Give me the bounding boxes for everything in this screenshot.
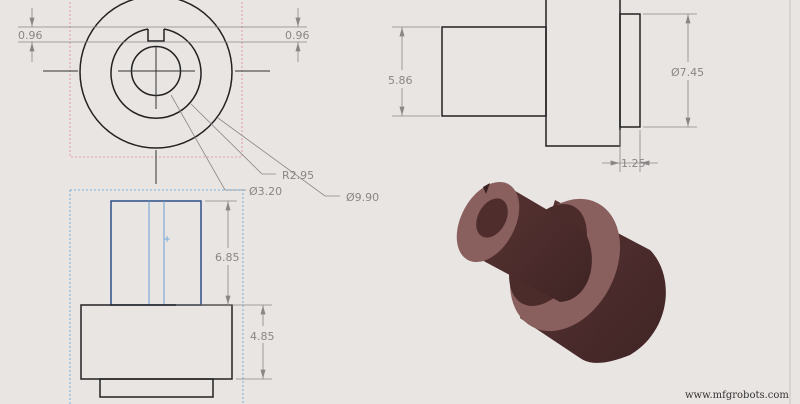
dim-shaft-dia[interactable]: 5.86: [388, 74, 413, 87]
side-flange-outline[interactable]: [545, 0, 621, 147]
dim-step-len[interactable]: 1.25: [621, 157, 646, 170]
origin-marker: [164, 236, 170, 242]
dim-outer[interactable]: Ø9.90: [346, 191, 379, 204]
dim-slot-right[interactable]: 0.96: [285, 29, 310, 42]
side-step-outline[interactable]: [619, 13, 641, 128]
dim-radius[interactable]: R2.95: [282, 169, 314, 182]
side-shaft-outline[interactable]: [441, 26, 547, 117]
dim-slot-left[interactable]: 0.96: [18, 29, 43, 42]
slot-dimension: [18, 8, 340, 197]
keyway-slot[interactable]: [147, 29, 165, 42]
front-view[interactable]: 6.85 4.85: [69, 189, 275, 404]
dim-step-dia[interactable]: Ø7.45: [671, 66, 704, 79]
front-view-selection-box: [69, 189, 244, 404]
watermark: www.mfgrobots.com: [685, 390, 789, 401]
dim-base-height[interactable]: 4.85: [250, 330, 275, 343]
centerlines: [43, 47, 270, 184]
isometric-model[interactable]: [444, 171, 666, 363]
outer-circle[interactable]: [79, 0, 233, 149]
middle-circle[interactable]: [110, 28, 202, 120]
bore-hole: [476, 198, 508, 238]
front-dimensions: [176, 200, 272, 380]
step-outline[interactable]: [99, 378, 214, 398]
side-view[interactable]: 5.86 Ø7.45 1.25: [388, 0, 704, 172]
top-view[interactable]: 0.96 0.96 R2.95 Ø3.20 Ø9.90: [18, 0, 379, 204]
dim-shaft-height[interactable]: 6.85: [215, 251, 240, 264]
dim-bore[interactable]: Ø3.20: [249, 185, 282, 198]
side-dimensions: [392, 13, 697, 172]
keyway-notch: [483, 183, 490, 194]
shaft-outline[interactable]: [110, 200, 202, 306]
base-outline[interactable]: [80, 304, 233, 380]
